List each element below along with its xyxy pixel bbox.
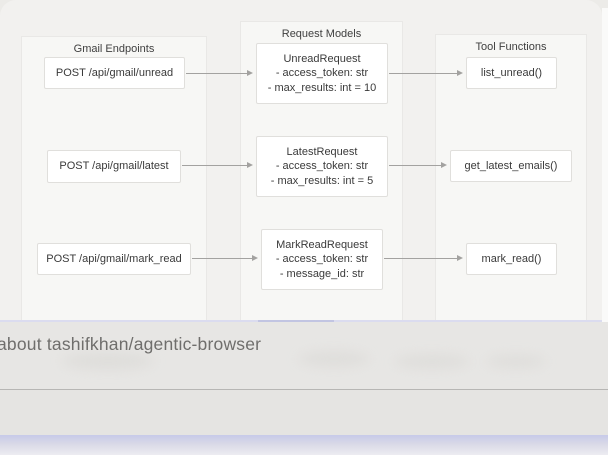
blurred-blob bbox=[394, 354, 470, 369]
panel-title-gmail-endpoints: Gmail Endpoints bbox=[73, 43, 155, 55]
endpoint-node-mark-read: POST /api/gmail/mark_read bbox=[37, 243, 191, 275]
endpoint-node-unread-label: POST /api/gmail/unread bbox=[55, 66, 174, 79]
arrowhead-icon bbox=[457, 255, 463, 261]
panel-title-request-models: Request Models bbox=[281, 28, 362, 40]
right-edge-strip bbox=[602, 8, 608, 322]
endpoint-node-unread: POST /api/gmail/unread bbox=[44, 57, 185, 89]
model-field: - access_token: str bbox=[275, 160, 369, 173]
model-node-unread-request: UnreadRequest - access_token: str - max_… bbox=[256, 43, 388, 104]
arrow-line bbox=[384, 258, 458, 259]
endpoint-node-mark-read-label: POST /api/gmail/mark_read bbox=[46, 252, 182, 265]
panel-title-tool-functions: Tool Functions bbox=[475, 41, 547, 53]
arrow-line bbox=[182, 165, 248, 166]
arrow-line bbox=[186, 73, 248, 74]
model-name: UnreadRequest bbox=[283, 52, 361, 65]
function-node-list-unread: list_unread() bbox=[466, 57, 557, 89]
arrow-line bbox=[389, 73, 458, 74]
arrow-latest-to-model bbox=[182, 162, 253, 169]
model-node-latest-request: LatestRequest - access_token: str - max_… bbox=[256, 136, 388, 197]
arrow-model-to-get-latest bbox=[389, 162, 447, 169]
arrowhead-icon bbox=[252, 255, 258, 261]
function-node-list-unread-label: list_unread() bbox=[480, 66, 543, 79]
arrowhead-icon bbox=[457, 70, 463, 76]
model-field: - max_results: int = 10 bbox=[267, 81, 377, 94]
model-name: LatestRequest bbox=[286, 145, 358, 158]
bottom-accent-gradient bbox=[0, 435, 608, 455]
arrowhead-icon bbox=[441, 162, 447, 168]
function-node-mark-read: mark_read() bbox=[466, 243, 557, 275]
arrow-model-to-mark-read-fn bbox=[384, 255, 463, 262]
bottom-overlay: about tashifkhan/agentic-browser bbox=[0, 322, 608, 455]
arrow-model-to-list-unread bbox=[389, 70, 463, 77]
model-field: - max_results: int = 5 bbox=[270, 174, 374, 187]
prompt-text: about tashifkhan/agentic-browser bbox=[0, 334, 262, 354]
model-field: - access_token: str bbox=[275, 67, 369, 80]
model-node-mark-read-request: MarkReadRequest - access_token: str - me… bbox=[261, 229, 383, 290]
arrow-line bbox=[389, 165, 442, 166]
function-node-mark-read-label: mark_read() bbox=[481, 252, 542, 265]
function-node-get-latest-emails-label: get_latest_emails() bbox=[464, 159, 558, 172]
overlay-divider bbox=[0, 389, 608, 390]
model-field: - access_token: str bbox=[275, 253, 369, 266]
arrow-mark-read-to-model bbox=[192, 255, 258, 262]
blurred-blob bbox=[298, 351, 370, 367]
model-field: - message_id: str bbox=[279, 267, 365, 280]
overlay-lower-band bbox=[0, 390, 608, 436]
endpoint-node-latest-label: POST /api/gmail/latest bbox=[59, 160, 169, 173]
blurred-blob bbox=[62, 352, 154, 370]
arrowhead-icon bbox=[247, 70, 253, 76]
model-name: MarkReadRequest bbox=[276, 238, 368, 251]
overlay-top-seam-accent bbox=[258, 320, 334, 322]
arrow-unread-to-model bbox=[186, 70, 253, 77]
function-node-get-latest-emails: get_latest_emails() bbox=[450, 150, 572, 182]
arrow-line bbox=[192, 258, 253, 259]
endpoint-node-latest: POST /api/gmail/latest bbox=[47, 150, 181, 183]
blurred-blob bbox=[486, 355, 546, 368]
arrowhead-icon bbox=[247, 162, 253, 168]
